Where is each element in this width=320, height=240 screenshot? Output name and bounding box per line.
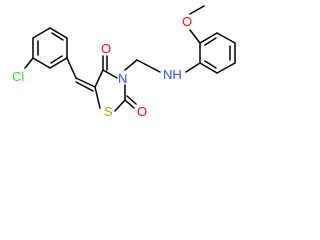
bond <box>49 27 68 39</box>
c-o-bond <box>189 29 201 44</box>
bond <box>102 69 118 79</box>
bond <box>66 57 77 79</box>
molecule-diagram: Cl S N O O NH O <box>0 0 260 145</box>
chlorine-label: Cl <box>12 69 24 84</box>
bond <box>216 32 236 44</box>
amine-label: NH <box>163 67 182 82</box>
bond <box>114 99 126 112</box>
bond <box>94 86 101 109</box>
bottom-oxygen-label: O <box>137 104 147 119</box>
exocyclic-double-bond <box>75 77 96 88</box>
bond <box>124 59 138 71</box>
thiazolidinedione-ring <box>94 69 126 112</box>
ring-sulfur-label: S <box>104 104 113 119</box>
methoxyphenyl-ring <box>199 32 236 74</box>
bond <box>199 32 218 44</box>
double-bond-inner <box>204 37 217 46</box>
carbonyl-bond <box>126 95 137 105</box>
methyl-bond <box>189 5 205 15</box>
bond <box>136 59 161 73</box>
bond <box>216 62 236 74</box>
bond <box>32 57 51 69</box>
bond <box>199 62 218 74</box>
chlorophenyl-ring <box>32 27 68 69</box>
bond <box>32 27 51 39</box>
double-bond-inner <box>51 32 64 41</box>
bond <box>49 57 68 69</box>
structure-svg: Cl S N O O NH O <box>12 5 236 119</box>
carbonyl-bond <box>124 99 135 109</box>
double-bond-inner <box>204 60 217 69</box>
bond <box>185 62 201 73</box>
c-cl-bond <box>24 57 34 69</box>
bond <box>94 69 104 88</box>
ring-nitrogen-label: N <box>118 71 127 86</box>
exocyclic-double-bond <box>75 81 94 92</box>
methoxy-oxygen-label: O <box>182 14 192 29</box>
double-bond-inner <box>50 55 63 64</box>
top-oxygen-label: O <box>101 41 111 56</box>
